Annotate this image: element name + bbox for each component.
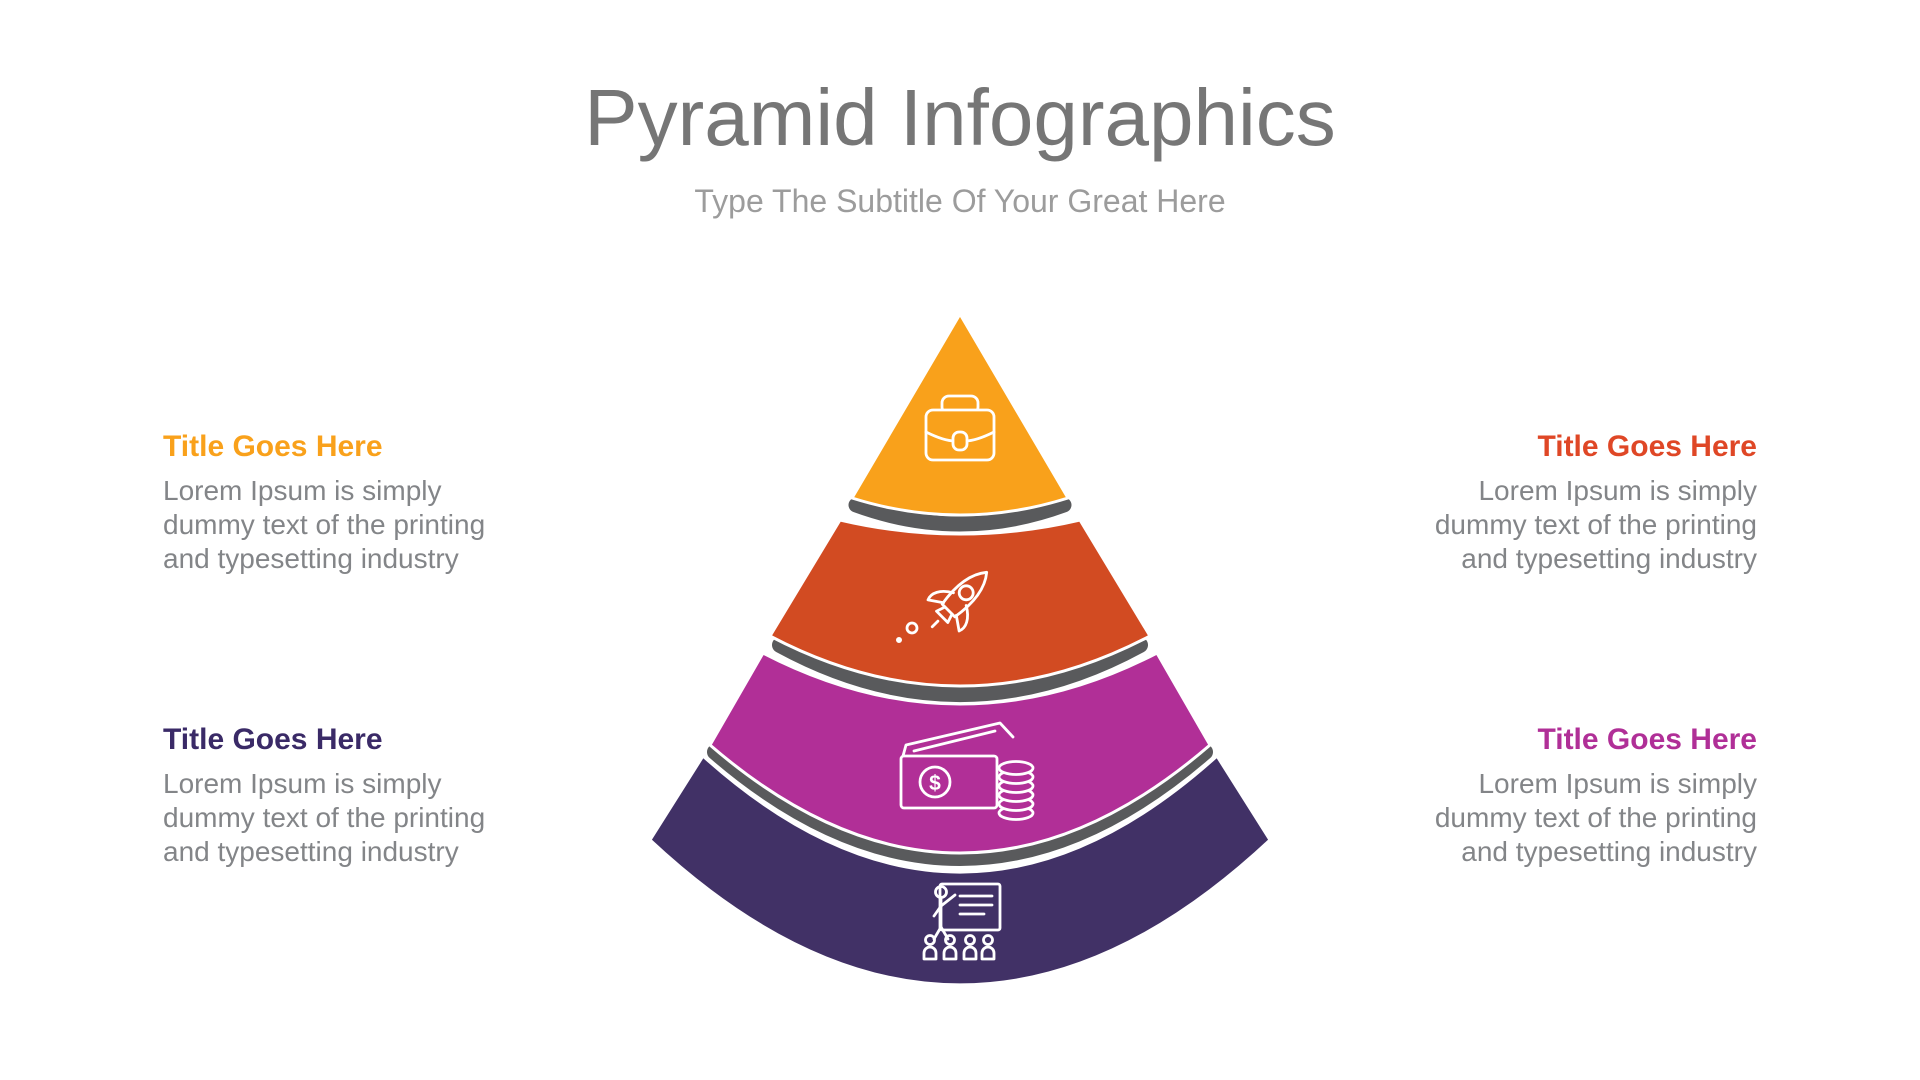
rocket-icon [896,570,989,644]
block-title: Title Goes Here [163,430,383,463]
separator-band-1 [848,497,1072,532]
presentation-icon [922,882,1002,961]
pyramid-tier-4 [648,754,1272,987]
text-block-right-bottom: Title Goes Here Lorem Ipsum is simply du… [1357,722,1757,869]
separator-band-3 [707,744,1213,866]
block-title: Title Goes Here [1537,723,1757,756]
block-title: Title Goes Here [1537,430,1757,463]
pyramid-tier-2 [768,518,1152,688]
block-body: Lorem Ipsum is simply dummy text of the … [1434,768,1757,867]
svg-text:$: $ [929,772,941,795]
briefcase-icon [924,394,996,462]
page-subtitle: Type The Subtitle Of Your Great Here [694,183,1226,219]
block-body: Lorem Ipsum is simply dummy text of the … [163,768,486,867]
block-body: Lorem Ipsum is simply dummy text of the … [163,475,486,574]
block-body: Lorem Ipsum is simply dummy text of the … [1434,475,1757,574]
page-title: Pyramid Infographics [584,73,1336,162]
pyramid-tier-3 [708,651,1212,855]
text-block-right-top: Title Goes Here Lorem Ipsum is simply du… [1357,429,1757,576]
block-title: Title Goes Here [163,723,383,756]
text-block-left-top: Title Goes Here Lorem Ipsum is simply du… [163,429,563,576]
money-icon: $ [899,721,1035,821]
text-block-left-bottom: Title Goes Here Lorem Ipsum is simply du… [163,722,563,869]
separator-band-2 [772,637,1148,702]
